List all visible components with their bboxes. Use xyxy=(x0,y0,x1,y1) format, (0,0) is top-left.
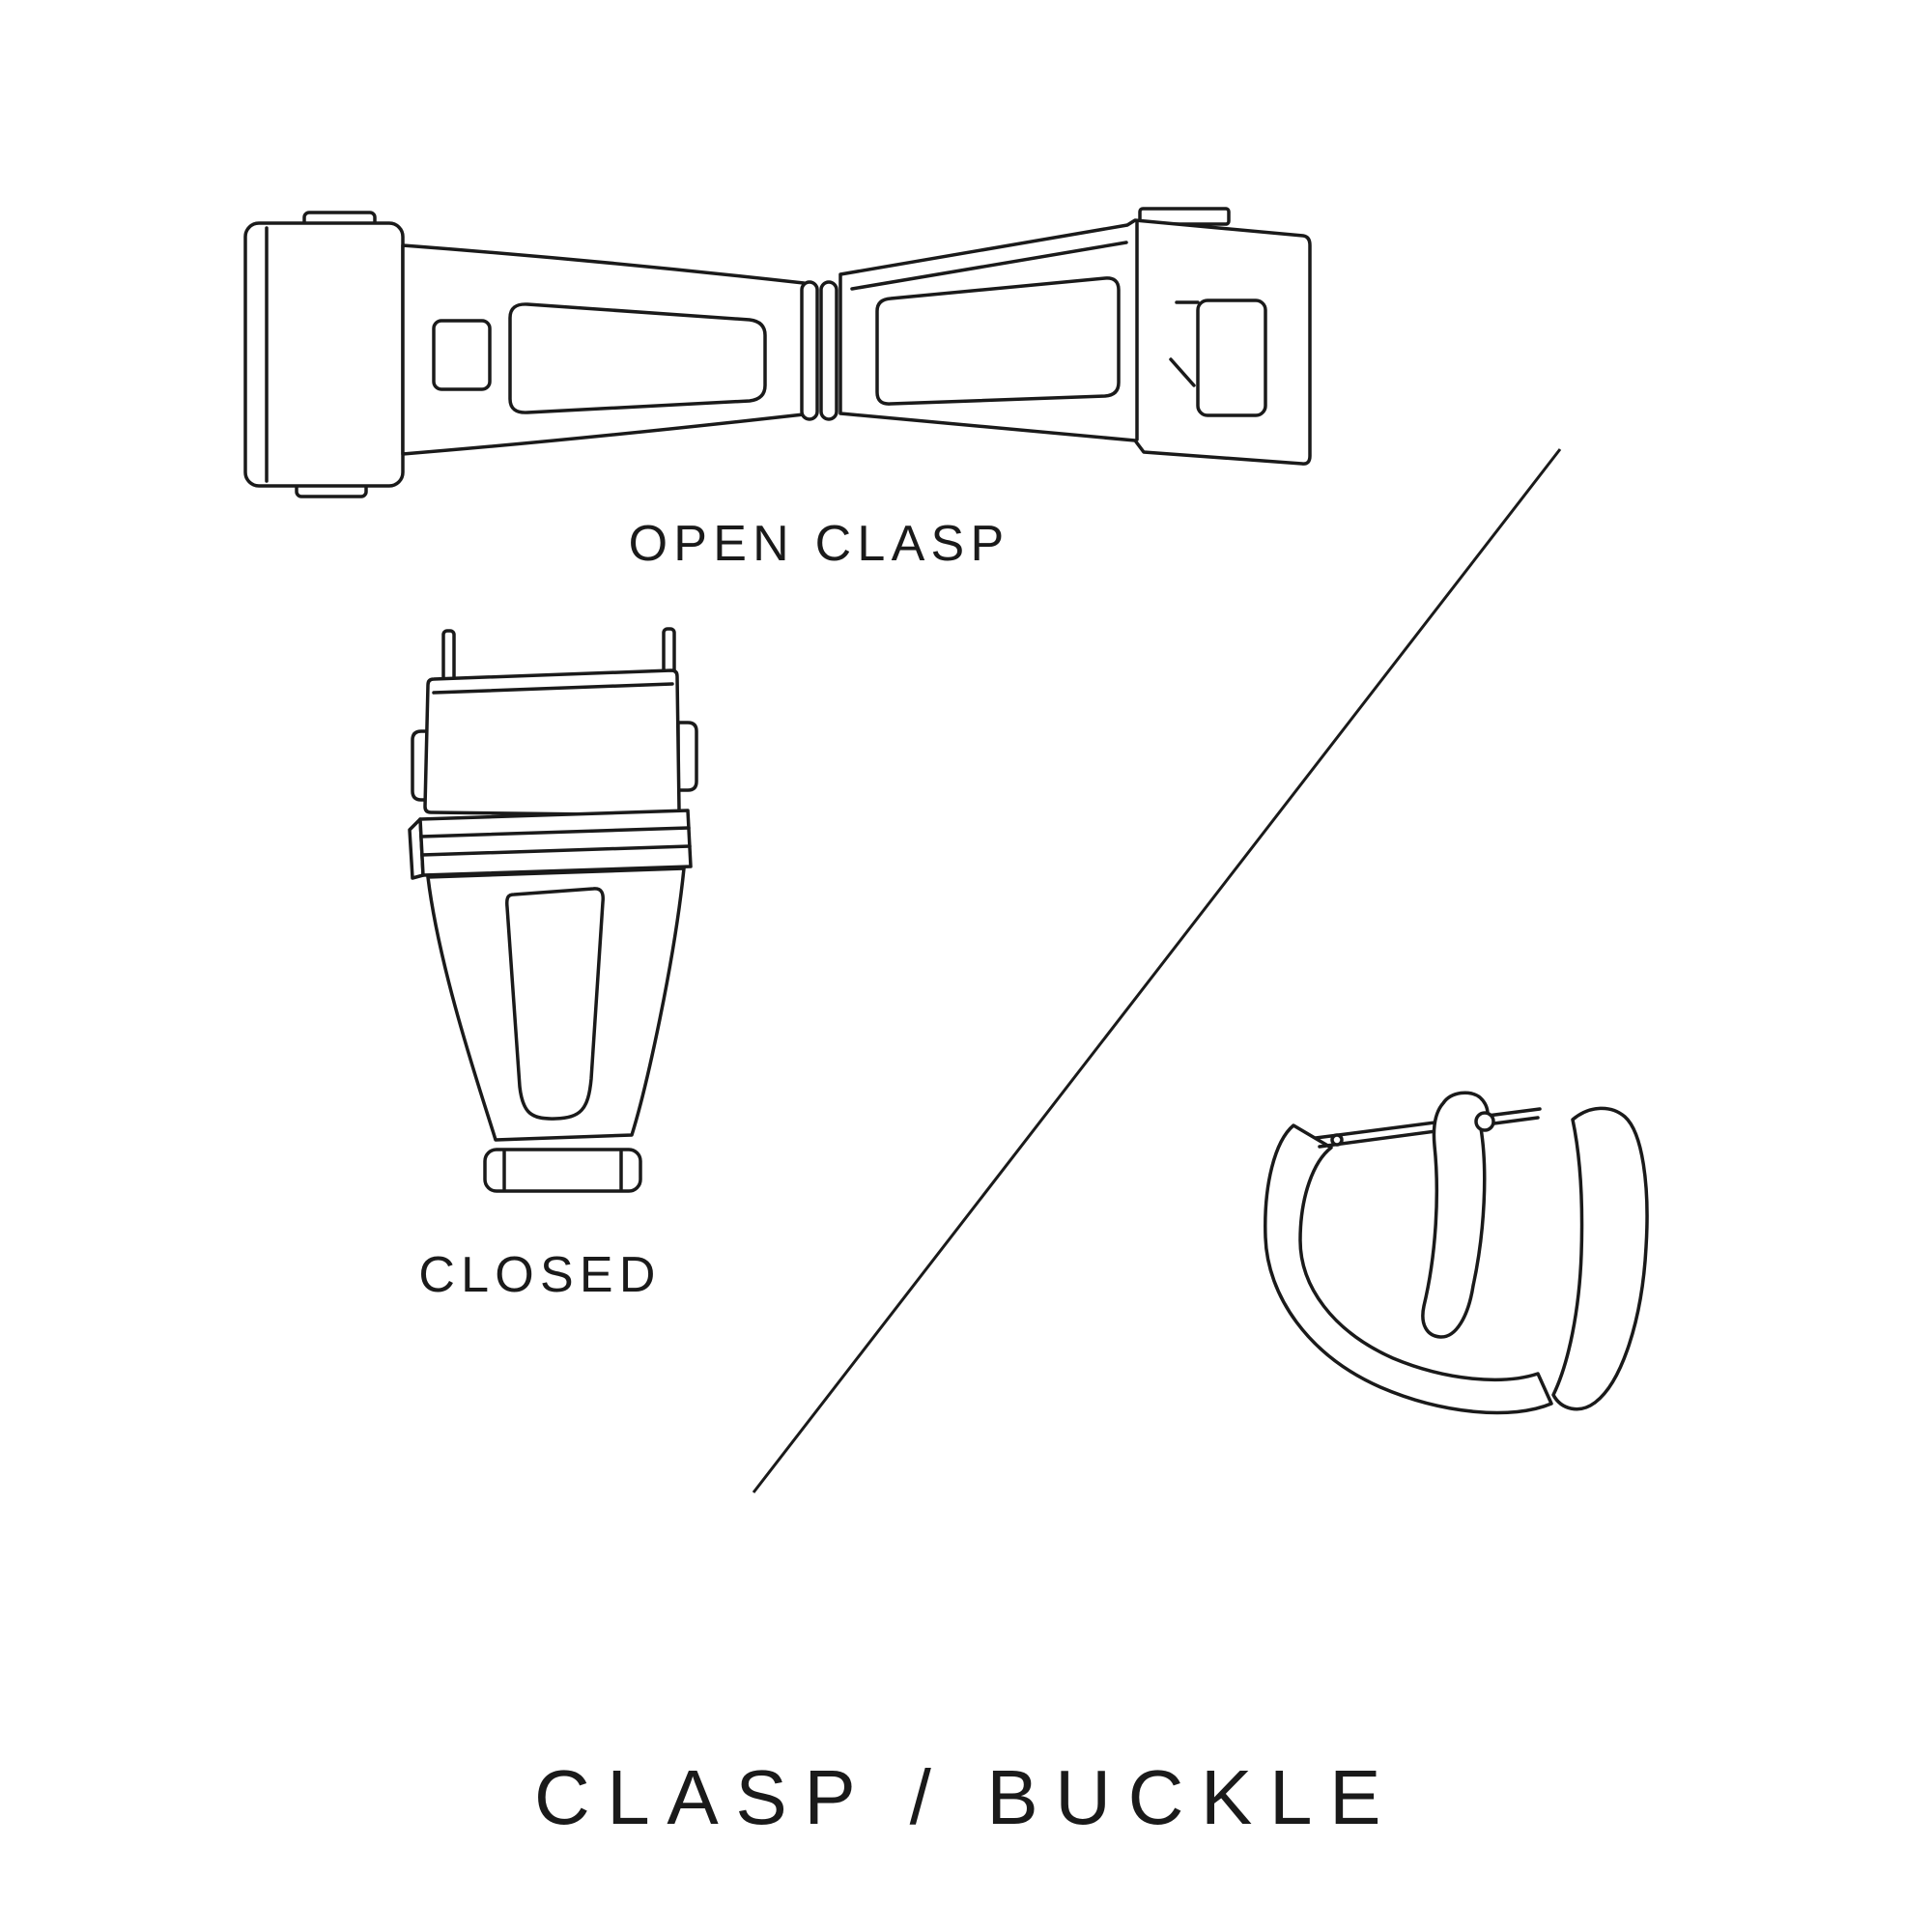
open-clasp-label: OPEN CLASP xyxy=(628,516,1010,572)
buckle-illustration xyxy=(1264,1091,1649,1415)
divider-line xyxy=(752,448,1562,1493)
page-title: CLASP / BUCKLE xyxy=(533,1754,1399,1840)
open-clasp-illustration xyxy=(243,207,1312,498)
closed-clasp-illustration xyxy=(408,627,698,1193)
closed-label: CLOSED xyxy=(418,1247,662,1303)
